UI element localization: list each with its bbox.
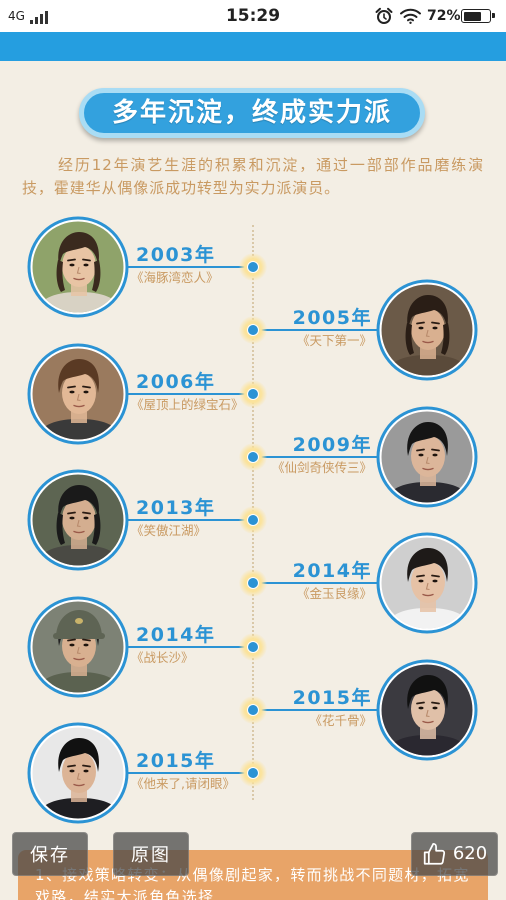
signal-icon — [30, 9, 50, 24]
timeline-node — [247, 387, 259, 400]
battery-level — [463, 11, 481, 21]
timeline-year: 2003年 — [136, 244, 216, 266]
timeline-connector — [253, 708, 377, 711]
timeline-node — [247, 324, 259, 337]
header-band — [0, 32, 506, 61]
actor-photo — [27, 216, 129, 318]
next-section-line: 1、接戏策略转变：从偶像剧起家，转而挑战不同题材，拓宽 — [35, 866, 470, 884]
battery-percent: 72% — [427, 8, 461, 24]
timeline-work-title: 《天下第一》 — [296, 333, 372, 349]
timeline-work-title: 《战长沙》 — [131, 649, 194, 665]
timeline-year: 2006年 — [136, 370, 216, 393]
actor-photo — [27, 343, 129, 445]
timeline-node — [247, 577, 259, 590]
timeline-connector — [128, 772, 253, 774]
actor-photo — [376, 279, 478, 381]
article-image[interactable]: 多年沉淀，终成实力派 经历12年演艺生涯的积累和沉淀，通过一部部作品磨练演 技，… — [0, 61, 506, 900]
timeline-year: 2015年 — [292, 686, 372, 709]
view-original-button[interactable]: 原图 — [113, 832, 189, 876]
actor-photo — [27, 596, 129, 698]
timeline-node — [247, 261, 259, 273]
network-type: 4G — [8, 9, 25, 23]
timeline-work-title: 《他来了,请闭眼》 — [131, 776, 235, 791]
timeline-year: 2013年 — [136, 497, 216, 519]
thumbs-up-icon — [423, 842, 445, 865]
intro-paragraph: 经历12年演艺生涯的积累和沉淀，通过一部部作品磨练演 技，霍建华从偶像派成功转型… — [22, 154, 484, 200]
like-button[interactable]: 620 — [411, 832, 498, 876]
timeline-work-title: 《花千骨》 — [309, 712, 372, 728]
timeline-year: 2014年 — [292, 560, 372, 583]
timeline-connector — [253, 329, 377, 332]
timeline-work-title: 《海豚湾恋人》 — [131, 270, 219, 285]
timeline-node — [247, 767, 259, 779]
actor-photo — [27, 722, 129, 824]
like-count: 620 — [452, 843, 488, 864]
timeline-connector — [253, 455, 377, 458]
status-bar: 4G 15:29 72% — [0, 0, 506, 32]
intro-line: 经历12年演艺生涯的积累和沉淀，通过一部部作品磨练演 — [58, 156, 484, 174]
timeline-node — [247, 514, 259, 526]
timeline-year: 2009年 — [292, 433, 372, 456]
timeline-connector — [128, 645, 253, 648]
timeline-node — [247, 640, 259, 653]
timeline-work-title: 《金玉良缘》 — [296, 586, 372, 602]
timeline-connector — [128, 266, 253, 268]
actor-photo — [376, 659, 478, 761]
intro-line: 技，霍建华从偶像派成功转型为实力派演员。 — [22, 179, 341, 197]
save-button[interactable]: 保存 — [12, 832, 88, 876]
timeline-work-title: 《仙剑奇侠传三》 — [271, 459, 372, 475]
alarm-clock-icon — [375, 7, 393, 25]
infographic: 多年沉淀，终成实力派 经历12年演艺生涯的积累和沉淀，通过一部部作品磨练演 技，… — [0, 61, 506, 900]
battery-icon — [461, 9, 495, 23]
timeline-work-title: 《笑傲江湖》 — [131, 523, 207, 538]
timeline-node — [247, 450, 259, 463]
timeline-connector — [253, 582, 377, 585]
actor-photo — [376, 532, 478, 634]
timeline-node — [247, 703, 259, 716]
actor-photo — [27, 469, 129, 571]
timeline-connector — [128, 392, 253, 395]
wifi-icon — [400, 8, 421, 24]
section-title-banner: 多年沉淀，终成实力派 — [79, 88, 425, 138]
section-title: 多年沉淀，终成实力派 — [111, 98, 392, 128]
timeline-year: 2005年 — [292, 307, 372, 330]
next-section-line: 戏路，结实大派角色选择 — [35, 888, 215, 900]
timeline-year: 2015年 — [136, 750, 216, 772]
timeline-work-title: 《屋顶上的绿宝石》 — [131, 396, 244, 412]
actor-photo — [376, 406, 478, 508]
timeline-year: 2014年 — [136, 623, 216, 646]
timeline-connector — [128, 519, 253, 521]
clock-time: 15:29 — [225, 6, 281, 26]
